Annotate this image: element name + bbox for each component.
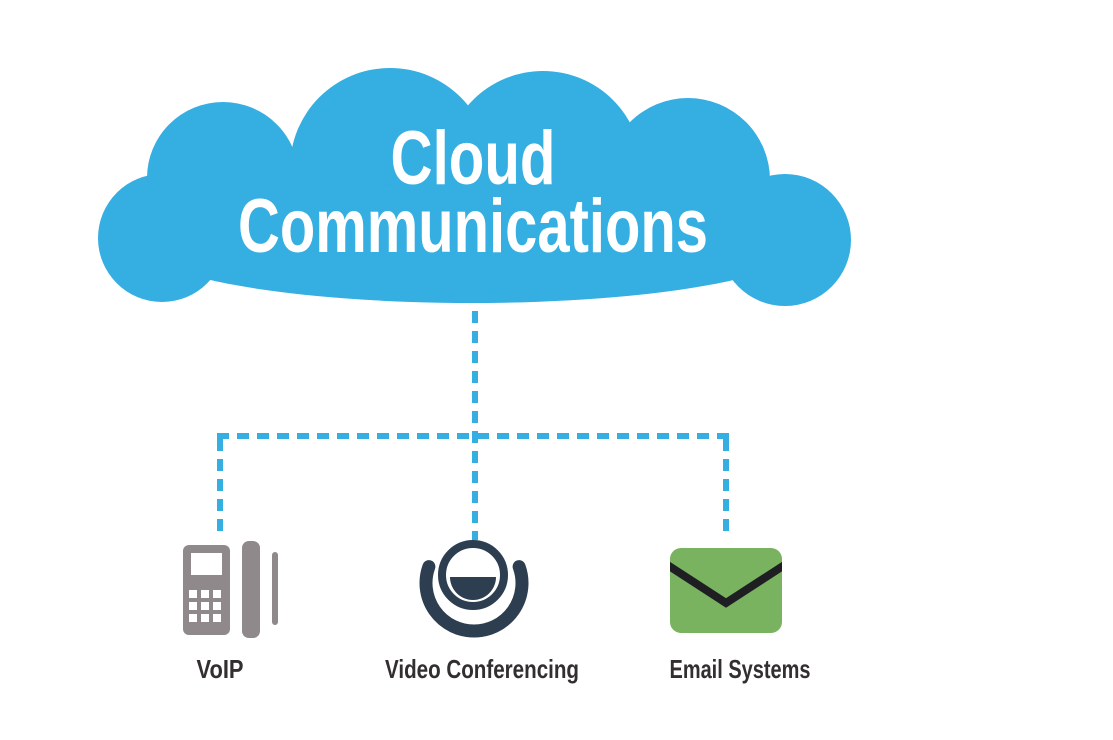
node-label-voip: VoIP <box>197 654 244 684</box>
node-email-systems: Email Systems <box>670 548 811 684</box>
node-label-video-conferencing: Video Conferencing <box>385 654 579 684</box>
envelope-icon <box>670 548 782 633</box>
cloud-title: Cloud Communications <box>238 116 708 269</box>
cloud-title-line2: Communications <box>238 184 708 269</box>
desk-phone-icon <box>183 541 278 638</box>
cloud-shape <box>98 68 851 306</box>
node-label-email-systems: Email Systems <box>670 654 811 684</box>
node-voip: VoIP <box>183 541 278 684</box>
webcam-icon <box>419 540 529 638</box>
node-video-conferencing: Video Conferencing <box>385 540 579 684</box>
connector-lines <box>217 311 729 540</box>
cloud-title-line1: Cloud <box>391 116 556 201</box>
